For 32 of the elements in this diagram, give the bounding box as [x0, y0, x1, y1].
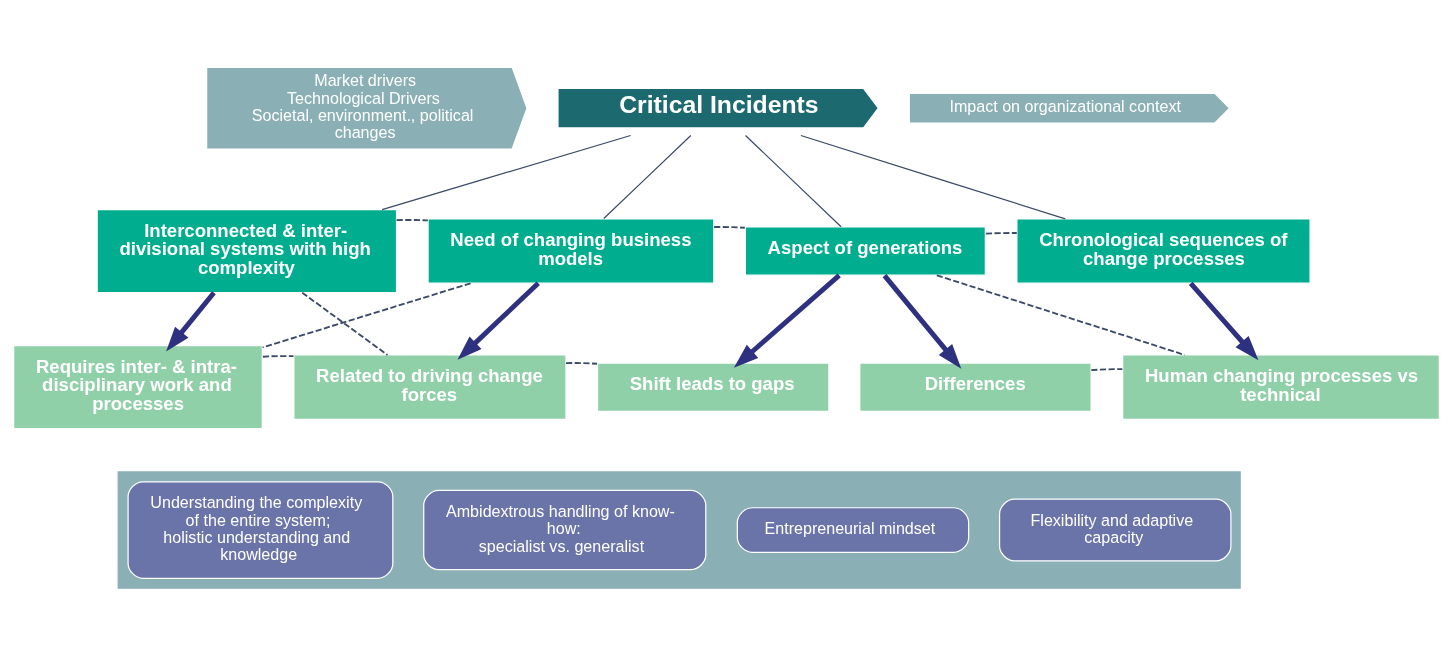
connector [744, 134, 842, 228]
connector [301, 291, 389, 356]
connector [800, 134, 1066, 220]
node-box: Understanding the complexity of the entire system; holistic understanding and knowledge [127, 481, 394, 579]
arrow [166, 291, 216, 352]
connector [395, 219, 429, 222]
node-box: Ambidextrous handling of know-how: specialist vs. generalist [423, 489, 707, 571]
node-box: Requires inter- & intra-disciplinary work and processes [13, 345, 263, 430]
connector [261, 355, 295, 358]
node-box: Human changing processes vs technical [1122, 354, 1440, 420]
connector [713, 226, 746, 229]
node-box: Need of changing business models [427, 218, 715, 284]
node-box: Shift leads to gaps [596, 362, 830, 412]
connector [1090, 368, 1124, 372]
node-box: Differences [859, 362, 1092, 412]
node-box: Related to driving change forces [293, 354, 567, 420]
node-box: Aspect of generations [744, 226, 986, 276]
connector [603, 134, 692, 220]
connector [565, 362, 598, 365]
arrow [733, 273, 841, 368]
arrow [1188, 281, 1259, 361]
connector [984, 232, 1018, 235]
arrow [457, 281, 540, 360]
node-box: Entrepreneurial mindset [736, 507, 970, 553]
arrow [882, 274, 962, 369]
node-box: Interconnected & inter-divisional systems with high complexity [96, 209, 398, 294]
connector [261, 282, 472, 349]
connector [935, 274, 1186, 356]
connector [381, 134, 632, 211]
cluster [117, 471, 1241, 589]
node-box: Chronological sequences of change processes [1016, 218, 1311, 284]
node-box: Flexibility and adaptive capacity [998, 498, 1232, 562]
